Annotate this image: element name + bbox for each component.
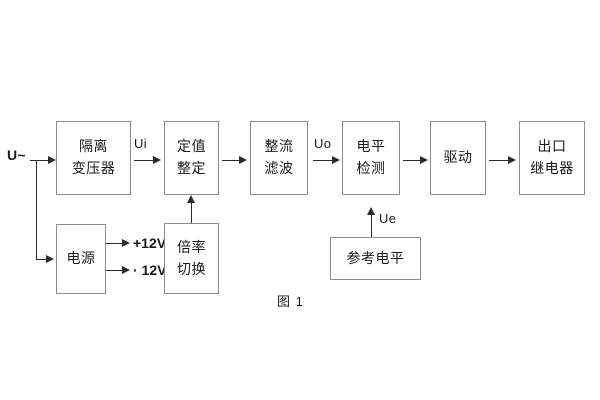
wire-rectify-to-level-detect (313, 160, 335, 161)
wire-input-branch-vertical (36, 160, 37, 259)
block-output-relay-line-2: 继电器 (530, 160, 574, 176)
block-level-detect[interactable]: 电平 检测 (342, 121, 400, 195)
arrowhead-setting-to-rectify (239, 156, 247, 164)
wire-driver-to-output-relay (489, 160, 511, 161)
input-source-label: U~ (7, 147, 26, 163)
arrowhead-level-detect-to-driver (420, 156, 428, 164)
label-rail-negative: · 12V (133, 262, 167, 278)
block-multiplier-switch[interactable]: 倍率 切换 (164, 223, 219, 294)
signal-label-uo: Uo (314, 136, 332, 151)
wire-transformer-to-setting (134, 160, 156, 161)
block-multiplier-switch-line-2: 切换 (177, 260, 206, 277)
block-reference-level[interactable]: 参考电平 (330, 237, 421, 280)
block-output-relay-line-1: 出口 (537, 138, 567, 155)
wire-setting-to-rectify (222, 160, 242, 161)
block-rectify-filter-line-2: 滤波 (264, 160, 294, 176)
block-reference-level-line-1: 参考电平 (346, 249, 405, 266)
wire-input-to-transformer (36, 160, 50, 161)
arrowhead-input-to-power-supply (46, 255, 54, 263)
block-rectify-filter-line-1: 整流 (264, 138, 294, 155)
wire-multiplier-to-setting (191, 200, 192, 223)
arrowhead-rectify-to-level-detect (332, 156, 340, 164)
arrowhead-rail-negative (122, 266, 130, 274)
block-isolation-transformer-line-2: 变压器 (71, 160, 116, 176)
wire-rail-positive (106, 243, 124, 244)
figure-caption: 图 1 (277, 294, 304, 309)
wire-reference-to-level-detect (371, 212, 372, 237)
signal-label-ue: Ue (379, 211, 397, 226)
arrowhead-driver-to-output-relay (508, 156, 516, 164)
wire-input-stub (30, 160, 38, 161)
block-setting-value[interactable]: 定值 整定 (164, 121, 219, 195)
block-setting-value-line-2: 整定 (177, 160, 206, 176)
block-power-supply[interactable]: 电源 (56, 224, 106, 294)
signal-label-ui: Ui (134, 136, 147, 151)
wire-level-detect-to-driver (403, 160, 423, 161)
wire-input-to-power-supply (36, 259, 48, 260)
block-level-detect-line-2: 检测 (356, 160, 386, 176)
label-rail-positive: +12V (133, 235, 167, 251)
block-output-relay[interactable]: 出口 继电器 (519, 121, 585, 195)
block-multiplier-switch-line-1: 倍率 (177, 238, 206, 255)
block-level-detect-line-1: 电平 (356, 138, 386, 155)
arrowhead-input-to-transformer (48, 156, 56, 164)
block-isolation-transformer-line-1: 隔离 (79, 138, 108, 155)
block-isolation-transformer[interactable]: 隔离 变压器 (56, 121, 131, 195)
arrowhead-transformer-to-setting (153, 156, 161, 164)
block-power-supply-line-1: 电源 (66, 250, 96, 267)
block-setting-value-line-1: 定值 (177, 138, 206, 155)
block-rectify-filter[interactable]: 整流 滤波 (250, 121, 308, 195)
arrowhead-rail-positive (122, 239, 130, 247)
arrowhead-reference-to-level-detect (367, 207, 375, 215)
wire-rail-negative (106, 270, 124, 271)
block-driver[interactable]: 驱动 (430, 121, 486, 195)
arrowhead-multiplier-to-setting (187, 195, 195, 203)
block-driver-line-1: 驱动 (443, 149, 473, 166)
